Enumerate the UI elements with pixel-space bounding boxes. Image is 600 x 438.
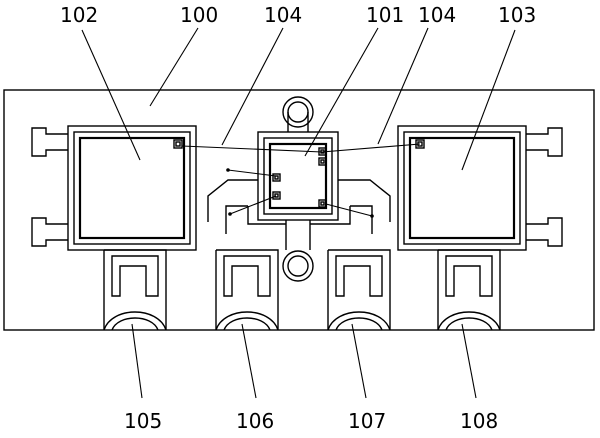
lead-105 — [103, 249, 167, 331]
bond-wires — [181, 143, 421, 217]
ref-label-frame: 100 — [180, 3, 218, 27]
ref-label-pad-left: 102 — [60, 3, 98, 27]
lead-107 — [327, 249, 391, 331]
ref-label-lead-105: 105 — [124, 409, 162, 433]
ref-label-chip: 101 — [366, 3, 404, 27]
pad-left — [31, 125, 197, 251]
pad-right — [397, 125, 563, 251]
lead-traces — [207, 179, 391, 234]
ref-label-lead-108: 108 — [460, 409, 498, 433]
ref-label-trace-right: 104 — [418, 3, 456, 27]
ref-label-lead-107: 107 — [348, 409, 386, 433]
lead-108 — [437, 249, 501, 331]
bond-wire-dots — [226, 168, 374, 218]
ref-label-lead-106: 106 — [236, 409, 274, 433]
ref-label-trace-left: 104 — [264, 3, 302, 27]
lead-106 — [215, 249, 279, 331]
chip-center — [257, 131, 339, 221]
frame-body — [3, 89, 595, 331]
leader-lines — [81, 27, 516, 399]
ref-label-pad-right: 103 — [498, 3, 536, 27]
mounting-holes — [282, 96, 314, 282]
